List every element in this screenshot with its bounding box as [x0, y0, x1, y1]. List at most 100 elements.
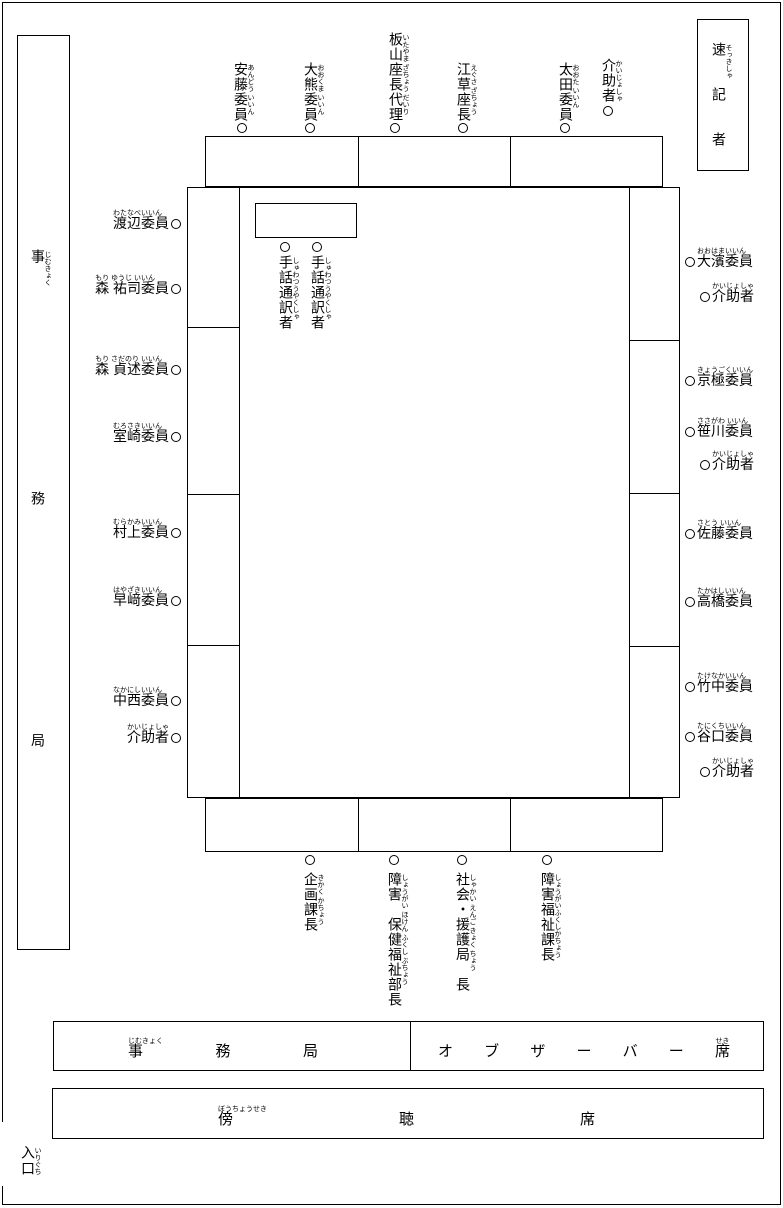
stenographer-kana: そっきしゃ: [725, 44, 732, 79]
seat-circle: [685, 732, 695, 742]
seat-circle: [560, 123, 570, 133]
official-name: 企画課長: [303, 872, 319, 932]
top-seat-label: 介助者 かいじょしゃ: [601, 58, 622, 103]
official-name: 障害福祉課長: [540, 872, 556, 962]
right-seat-label: 佐藤委員 さとう いいん: [683, 520, 753, 541]
observer-char: 席せき: [714, 1038, 730, 1060]
observer-char: ー: [576, 1043, 592, 1060]
secretariat-char: 務: [215, 1043, 231, 1060]
seat-name: 介助者: [712, 456, 754, 472]
bottom-official-label: 障害福祉課長 しょうがいふくしかちょう: [540, 872, 561, 962]
seat-circle: [700, 460, 710, 470]
seat-name: 室崎委員: [113, 428, 169, 444]
bottom-official-label: 社会・援護局 長 しゃかい えんご きょく ちょう: [455, 872, 476, 992]
left-seat-label: 村上委員 むらかみいいん: [113, 519, 183, 540]
secretariat-kana: じむきょく: [128, 1038, 163, 1045]
seat-circle: [305, 123, 315, 133]
seat-circle: [171, 596, 181, 606]
seat-circle: [700, 767, 710, 777]
seat-circle: [685, 682, 695, 692]
observer-seat-kana: せき: [715, 1038, 730, 1045]
secretariat-left-box: [17, 35, 70, 950]
seat-kana: おおはまいいん: [697, 248, 746, 255]
seat-circle: [305, 855, 315, 865]
seat-name: 森 祐司委員: [95, 280, 169, 296]
interpreter-kana: しゅわつうやくしゃ: [324, 257, 331, 320]
audience-char: 席: [579, 1111, 595, 1128]
right-seat-label: 大濱委員 おおはまいいん: [683, 248, 753, 269]
left-column-inner-edge: [239, 187, 240, 798]
audience-char: 傍ぼうちょうせき: [218, 1106, 267, 1128]
right-seat-label: 谷口委員 たにくちいいん: [683, 723, 753, 744]
left-column-divider: [187, 327, 240, 328]
top-seat-row: [205, 136, 663, 187]
interpreter-label: 手話通訳者 しゅわつうやくしゃ: [310, 255, 331, 330]
seat-name: 安藤委員: [233, 62, 249, 122]
left-seat-label: 中西委員 なかにしいいん: [113, 687, 183, 708]
seat-name: 谷口委員: [697, 728, 753, 744]
seat-kana: いたやま ざちょう だいり: [402, 34, 409, 115]
seat-name: 京極委員: [697, 372, 753, 388]
left-column-divider: [187, 494, 240, 495]
entrance-text: 入口: [20, 1145, 36, 1177]
seat-circle: [458, 123, 468, 133]
seat-circle: [389, 855, 399, 865]
interpreter-text: 手話通訳者: [310, 255, 326, 330]
seat-kana: もり さだのり いいん: [95, 356, 162, 363]
seat-kana: ささがわ いいん: [697, 418, 748, 425]
audience-kana: ぼうちょうせき: [218, 1106, 267, 1113]
seat-name: 太田委員: [558, 62, 574, 122]
seat-circle: [312, 242, 322, 252]
bar-divider: [410, 1021, 411, 1071]
audience-char: 聴: [398, 1111, 414, 1128]
seat-circle: [685, 257, 695, 267]
right-column-divider: [629, 493, 680, 494]
bottom-official-label: 企画課長 きかく かちょう: [303, 872, 324, 932]
seat-circle: [685, 376, 695, 386]
seat-kana: かいじょしゃ: [712, 283, 754, 290]
seat-kana: たかはしいいん: [697, 588, 746, 595]
seat-kana: きょうごくいいん: [697, 367, 753, 374]
left-seat-label: 森 祐司委員 もり ゆうじ いいん: [95, 275, 183, 296]
official-name: 障害 保健福祉部長: [387, 872, 403, 1007]
right-seat-label: 竹中委員 たけなかいいん: [683, 673, 753, 694]
left-seat-label: 早﨑委員 はやざきいいん: [113, 587, 183, 608]
observer-char: ザ: [530, 1043, 546, 1060]
seat-circle: [237, 123, 247, 133]
main-table: [187, 187, 680, 798]
seat-kana: なかにしいいん: [113, 687, 162, 694]
seat-name: 介助者: [712, 763, 754, 779]
stenographer-box: [697, 19, 749, 171]
observer-char: バ: [622, 1043, 638, 1060]
official-name: 社会・援護局 長: [455, 872, 471, 992]
top-seat-label: 大熊委員 おおくま いいん: [303, 62, 324, 122]
seat-circle: [390, 123, 400, 133]
seat-circle: [700, 292, 710, 302]
seat-name: 笹川委員: [697, 423, 753, 439]
observer-char: ー: [668, 1043, 684, 1060]
observer-char: ブ: [484, 1043, 500, 1060]
seat-name: 江草座長: [456, 62, 472, 122]
seat-name: 中西委員: [113, 692, 169, 708]
seat-name: 板山座長代理: [388, 32, 404, 122]
top-seat-label: 太田委員 おおた いいん: [558, 62, 579, 122]
top-row-divider: [358, 136, 359, 187]
left-seat-label: 介助者 かいじょしゃ: [127, 724, 183, 745]
right-column-divider: [629, 646, 680, 647]
seat-name: 村上委員: [113, 524, 169, 540]
stenographer-text: 速記者: [711, 42, 727, 177]
seat-kana: もり ゆうじ いいん: [95, 275, 155, 282]
official-kana: しょうがい ほけん ふくし ぶちょう: [401, 874, 408, 985]
seat-name: 大熊委員: [303, 62, 319, 122]
seat-circle: [685, 597, 695, 607]
seat-name: 佐藤委員: [697, 525, 753, 541]
seat-circle: [457, 855, 467, 865]
interpreter-text: 手話通訳者: [278, 255, 294, 330]
seat-circle: [280, 242, 290, 252]
seat-circle: [171, 696, 181, 706]
secretariat-left-text: 事務局: [30, 249, 46, 975]
seat-name: 渡辺委員: [113, 215, 169, 231]
right-seat-label: 京極委員 きょうごくいいん: [683, 367, 753, 388]
